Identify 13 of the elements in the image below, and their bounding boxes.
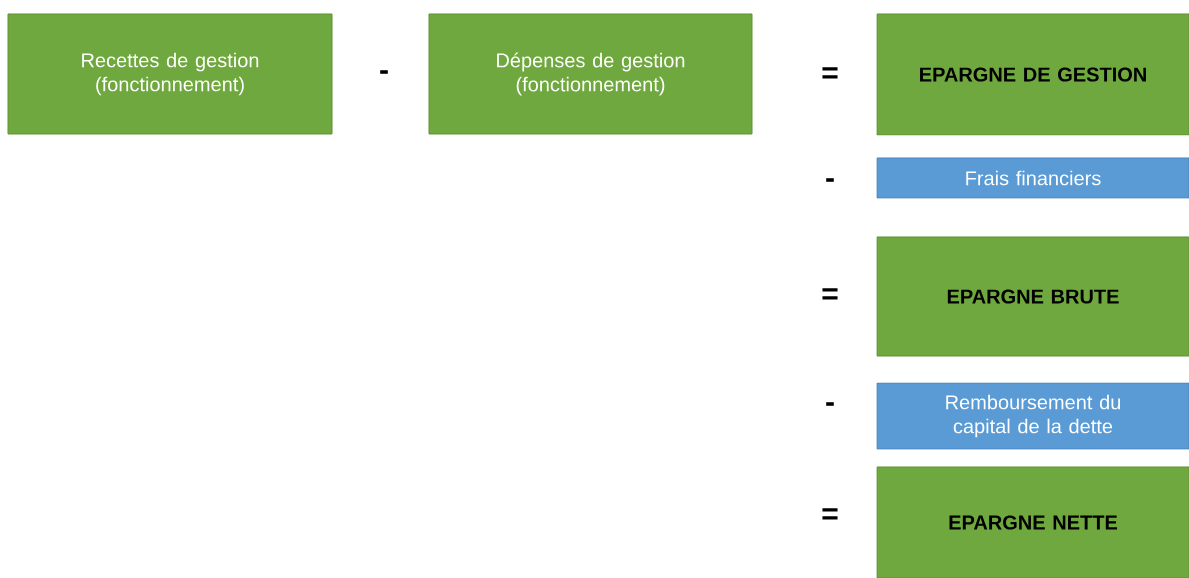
- operator-sign: -: [380, 70, 388, 74]
- amount-box: Dépenses de gestion (fonctionnement): [428, 13, 753, 135]
- amount-box: Recettes de gestion (fonctionnement): [7, 13, 333, 135]
- operator-sign: =: [822, 67, 838, 79]
- operator-sign: -: [826, 402, 834, 406]
- operator-sign: =: [822, 508, 838, 520]
- operator-sign: =: [822, 288, 838, 300]
- deduction-box: Remboursement du capital de la dette: [876, 382, 1189, 450]
- result-box: EPARGNE DE GESTION: [876, 13, 1189, 136]
- operator-sign: -: [826, 178, 834, 182]
- deduction-box: Frais financiers: [876, 157, 1189, 199]
- result-box: EPARGNE NETTE: [876, 466, 1189, 578]
- result-box: EPARGNE BRUTE: [876, 236, 1189, 357]
